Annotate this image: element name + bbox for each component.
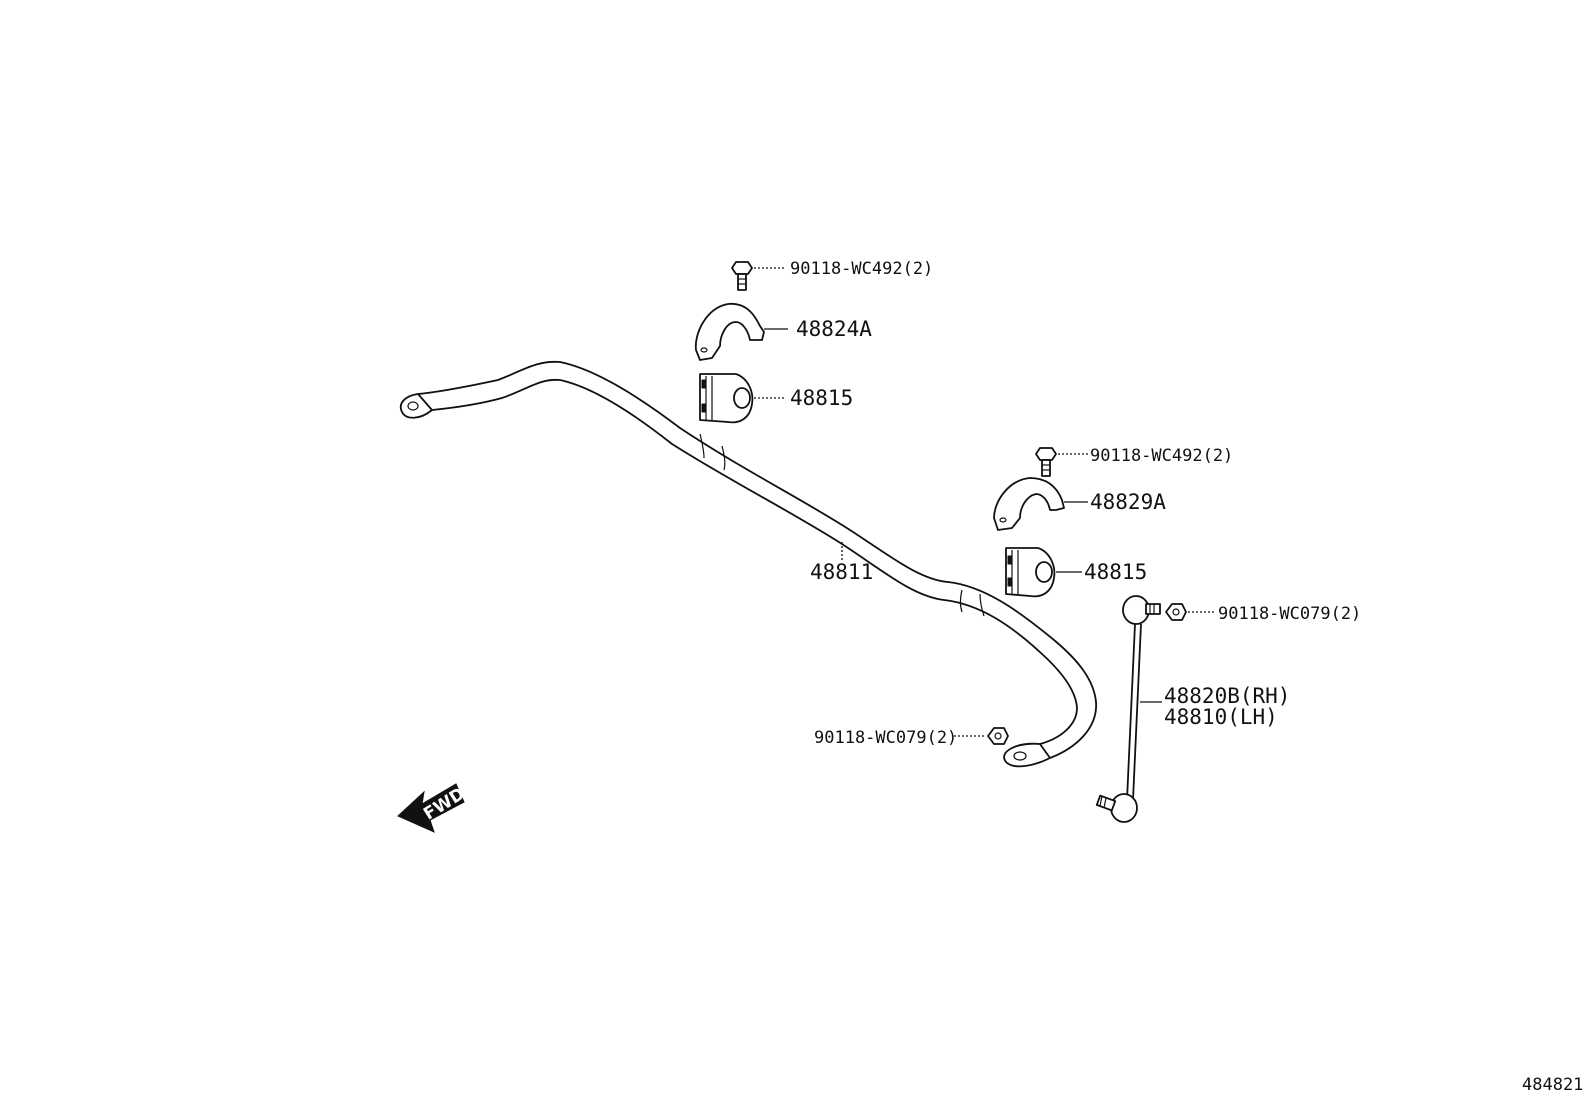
- label-bracket-right: 48829A: [1090, 490, 1166, 514]
- label-link-lh: 48810(LH): [1164, 705, 1278, 729]
- nut-bar-end[interactable]: [987, 727, 1009, 745]
- diagram-reference-number: 484821: [1522, 1075, 1583, 1095]
- label-link-rh: 48820B(RH): [1164, 684, 1290, 708]
- stabilizer-bar[interactable]: [399, 360, 1097, 768]
- bolt-upper-right[interactable]: [1035, 447, 1057, 477]
- bushing-left[interactable]: [699, 373, 754, 424]
- forward-arrow-icon: FWD: [397, 783, 468, 833]
- label-nut-bar-end: 90118-WC079(2): [814, 728, 957, 748]
- bracket-right[interactable]: [993, 477, 1065, 531]
- bolt-upper-left[interactable]: [731, 261, 753, 291]
- bushing-right[interactable]: [1005, 547, 1056, 598]
- label-stabilizer-bar: 48811: [810, 560, 873, 584]
- stabilizer-link[interactable]: [1095, 595, 1161, 823]
- label-bolt-upper-left: 90118-WC492(2): [790, 259, 933, 279]
- label-bushing-left: 48815: [790, 386, 853, 410]
- label-bolt-upper-right: 90118-WC492(2): [1090, 446, 1233, 466]
- label-bushing-right: 48815: [1084, 560, 1147, 584]
- fwd-label: FWD: [420, 784, 468, 825]
- bracket-left[interactable]: [694, 303, 765, 361]
- nut-link-upper[interactable]: [1165, 603, 1187, 621]
- label-nut-link-upper: 90118-WC079(2): [1218, 604, 1361, 624]
- label-bracket-left: 48824A: [796, 317, 872, 341]
